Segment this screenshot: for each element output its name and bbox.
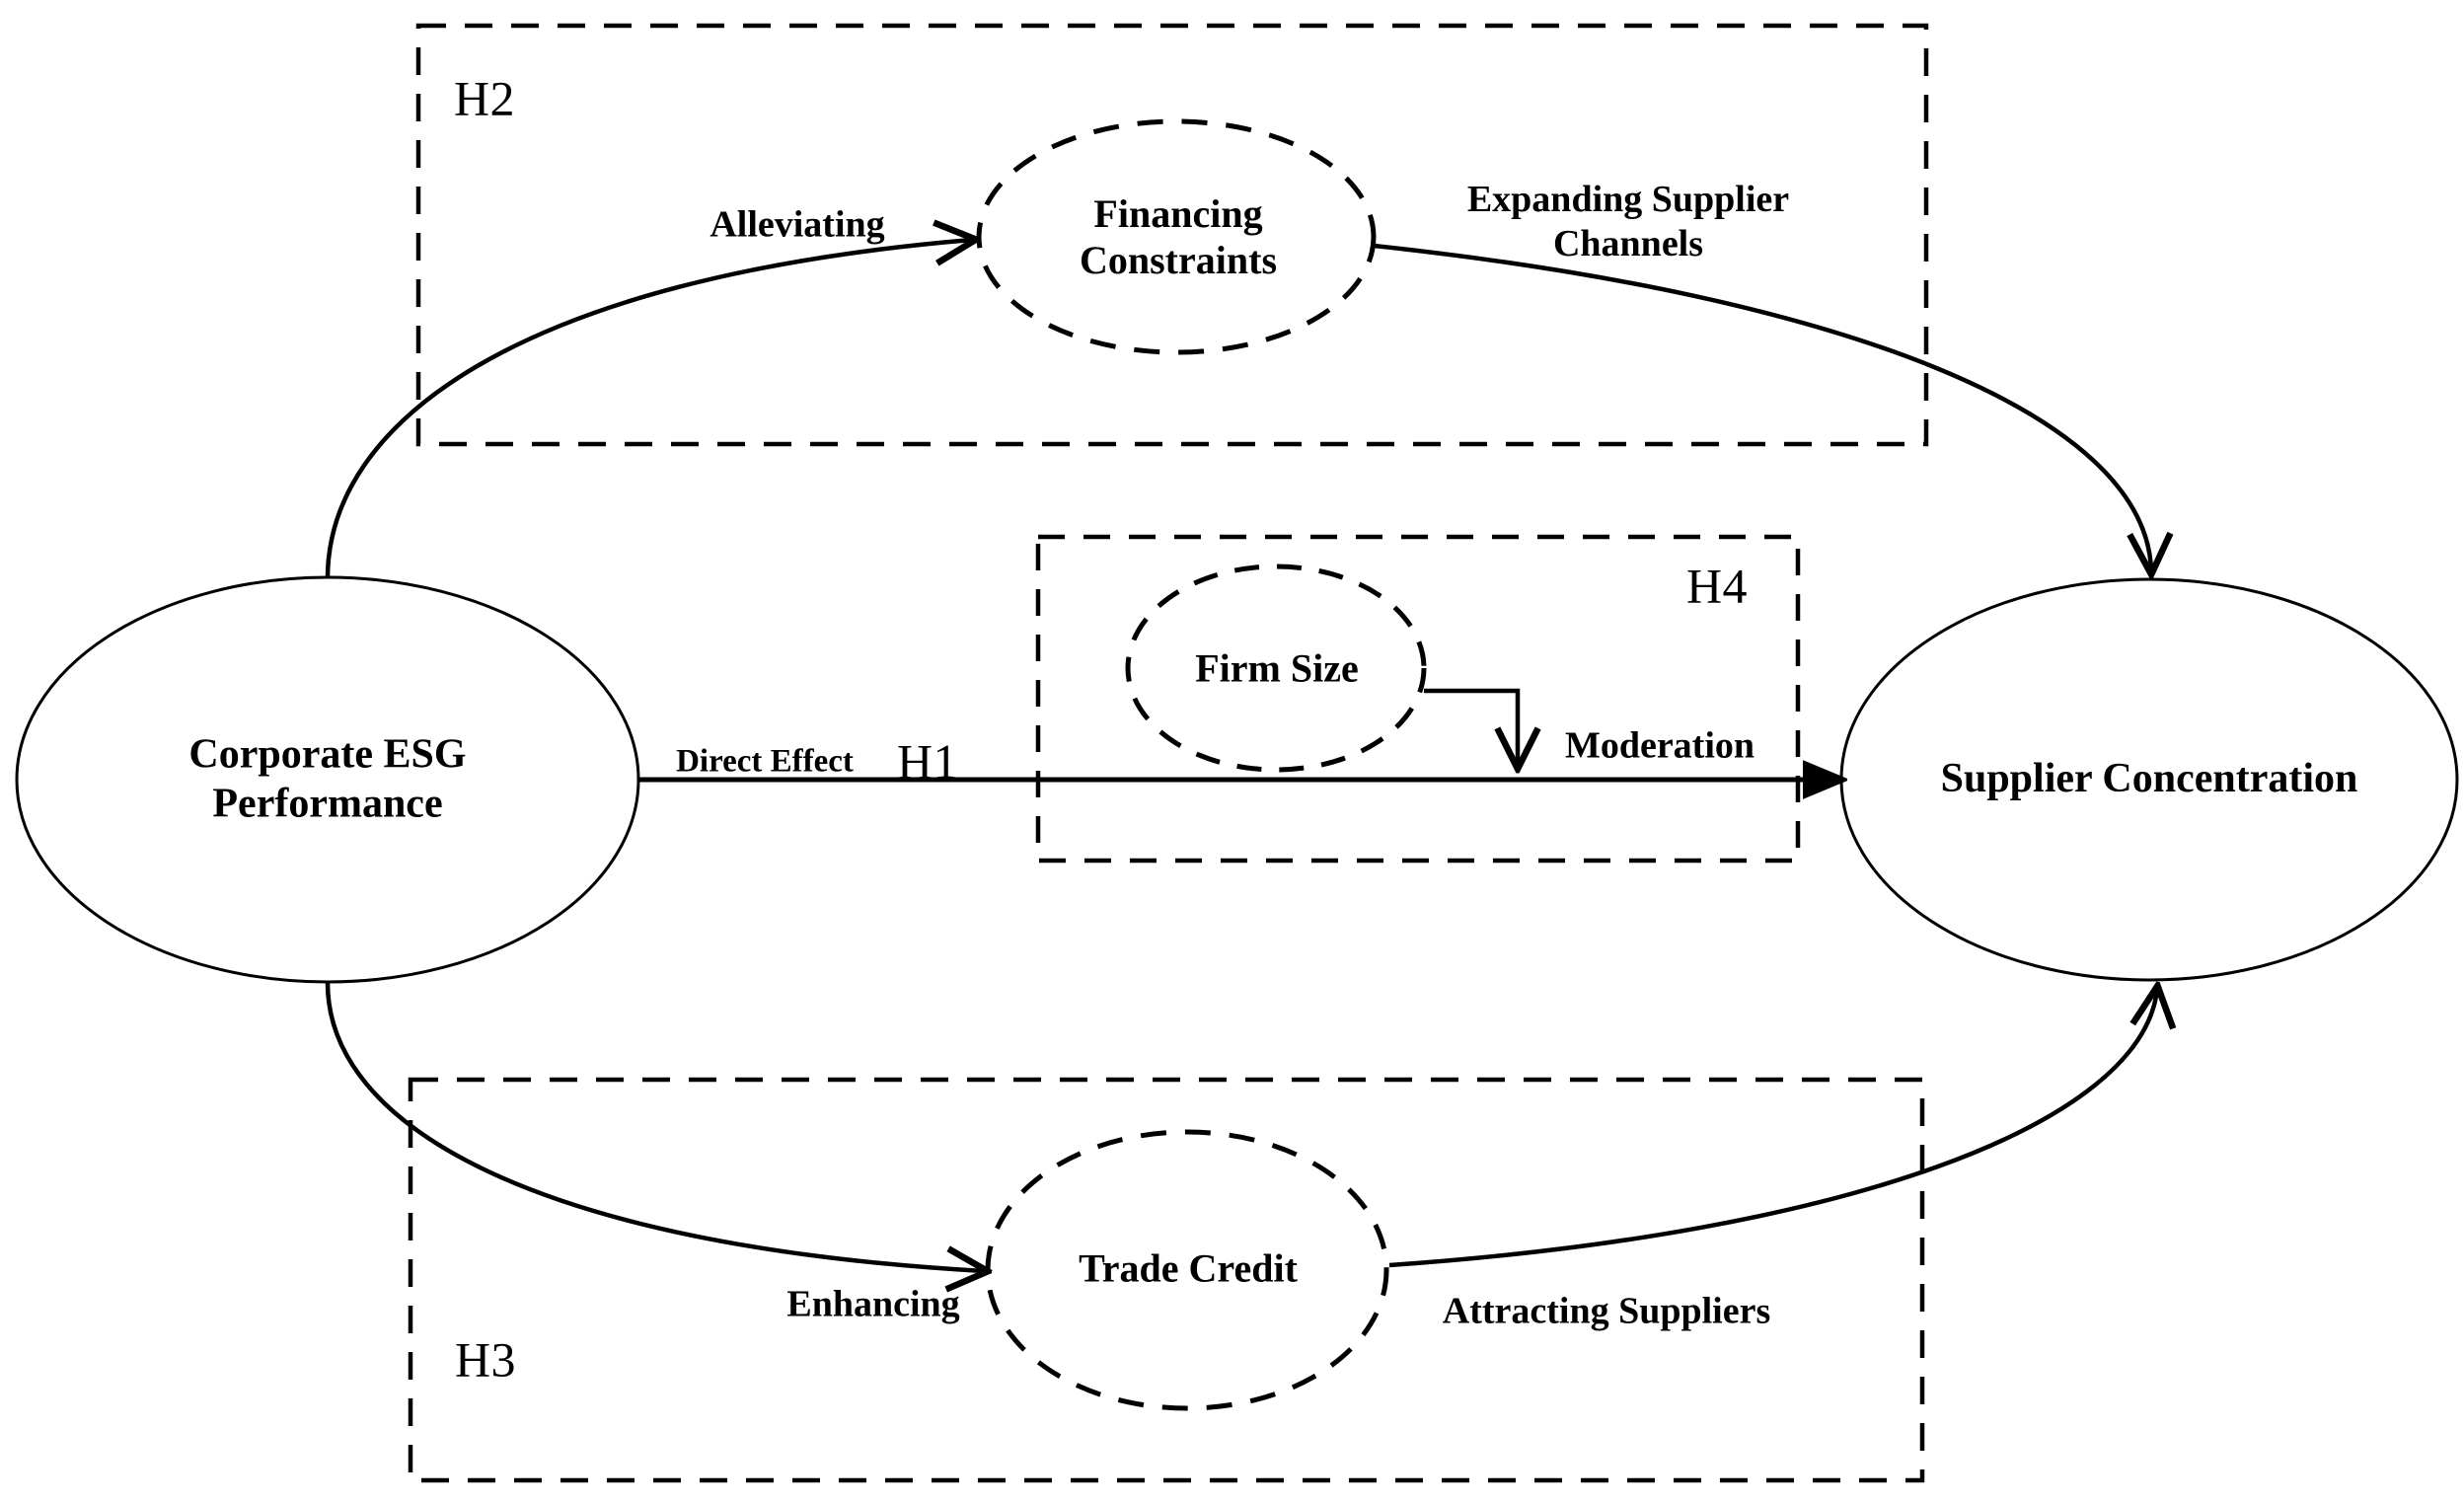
- node-corporate-esg-performance: [15, 575, 640, 984]
- node-firm-size: [1125, 564, 1427, 773]
- edge-esg-to-financing-constraints: [325, 240, 972, 579]
- node-supplier-concentration: [1839, 577, 2459, 982]
- edge-esg-to-trade-credit: [325, 982, 984, 1271]
- edge-moderation-elbow: [1424, 688, 1518, 765]
- node-financing-constraints: [976, 118, 1377, 355]
- h3-hypothesis-box: [408, 1077, 1925, 1483]
- h2-hypothesis-box: [415, 23, 1929, 447]
- h4-hypothesis-box: [1035, 534, 1801, 864]
- edge-trade-credit-to-supplier-concentration: [1388, 990, 2157, 1268]
- node-trade-credit: [985, 1129, 1389, 1411]
- edge-financing-constraints-to-supplier-concentration: [1373, 243, 2151, 570]
